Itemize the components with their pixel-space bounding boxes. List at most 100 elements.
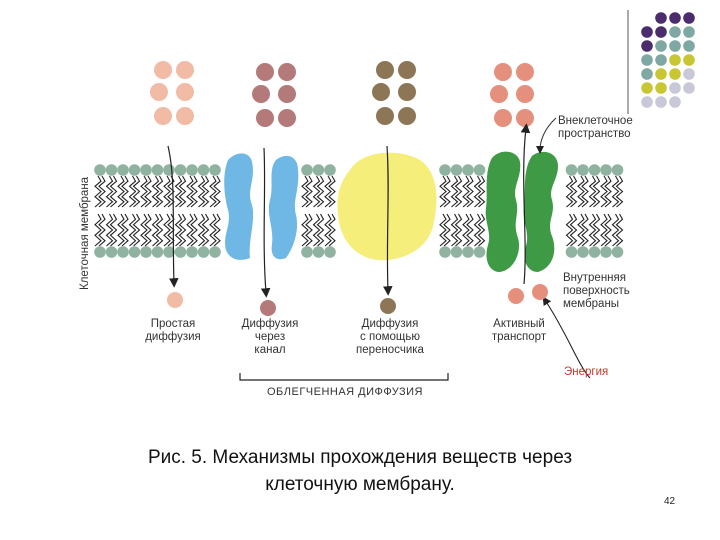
active-transport-particle: [516, 63, 534, 81]
lipid-tail: [312, 213, 321, 247]
decorative-dot: [669, 26, 681, 38]
decorative-dot: [641, 54, 653, 66]
simple-diffusion-particle: [150, 83, 168, 101]
lipid-head: [450, 246, 463, 258]
facilitated-diffusion-label: ОБЛЕГЧЕННАЯ ДИФФУЗИЯ: [266, 386, 423, 398]
lipid-head: [439, 164, 451, 176]
lipid-tail: [213, 175, 221, 208]
lipid-tail: [144, 213, 152, 247]
lipid-head: [600, 164, 612, 176]
lipid-tail: [190, 213, 198, 247]
active-transport-particle: [516, 109, 534, 127]
active-transport-line-2: транспорт: [491, 331, 547, 343]
carrier-particle: [398, 83, 416, 101]
decorative-dot: [683, 40, 695, 52]
lipid-head: [174, 164, 187, 176]
channel-diffusion-arrow: [260, 147, 271, 298]
lipid-tail: [588, 175, 597, 208]
extracellular-pointer: [536, 117, 557, 154]
lipid-head: [439, 246, 451, 258]
lipid-tail: [151, 175, 160, 208]
lipid-head: [312, 246, 325, 258]
lipid-tail: [328, 213, 336, 247]
lipid-tail: [132, 213, 141, 247]
lipid-head: [473, 164, 486, 176]
caption-line-2: клеточную мембрану.: [265, 474, 455, 495]
lipid-tail: [600, 175, 608, 208]
lipid-tail: [163, 175, 171, 208]
carrier-protein: [337, 152, 437, 261]
channel-particle: [278, 109, 296, 127]
decorative-dot: [641, 68, 653, 80]
lipid-head: [117, 246, 129, 258]
lipid-head: [462, 246, 474, 258]
lipid-tail: [105, 213, 114, 247]
decorative-dot: [669, 96, 681, 108]
channel-particle: [256, 109, 274, 127]
lipid-head: [301, 246, 313, 258]
lipid-tail: [201, 213, 210, 247]
lipid-tail: [167, 175, 175, 208]
extracellular-label: Внеклеточное пространство: [558, 115, 633, 141]
lipid-tail: [140, 175, 148, 208]
lipid-head: [209, 164, 221, 176]
carrier-diffusion-arrow: [383, 145, 393, 296]
lipid-tail: [443, 213, 451, 247]
active-transport-line-1: Активный: [493, 318, 545, 330]
lipid-tail: [312, 175, 321, 208]
active-particle-in: [532, 284, 548, 300]
lipid-tail: [197, 175, 206, 208]
decorative-dot: [669, 68, 681, 80]
lipid-tail: [592, 175, 601, 208]
lipid-bilayer: [94, 164, 624, 258]
decorative-dot: [669, 12, 681, 24]
lipid-tail: [577, 175, 585, 208]
lipid-head: [565, 164, 578, 176]
lipid-tail: [462, 175, 470, 208]
lipid-tail: [592, 213, 601, 247]
lipid-tail: [466, 213, 474, 247]
lipid-head: [94, 164, 106, 176]
caption-line-1: Рис. 5. Механизмы прохождения веществ че…: [147, 447, 573, 468]
lipid-tail: [301, 175, 309, 208]
lipid-tail: [94, 175, 102, 208]
lipid-tail: [450, 213, 459, 247]
lipid-tail: [604, 175, 612, 208]
lipid-tail: [324, 175, 332, 208]
carrier-diffusion-label: Диффузия с помощью переносчика: [340, 318, 440, 357]
lipid-tail: [98, 175, 106, 208]
lipid-tail: [569, 213, 578, 247]
lipid-tail: [581, 213, 589, 247]
lipid-head: [163, 164, 175, 176]
channel-particle: [278, 85, 296, 103]
inner-surface-label: Внутренняя поверхность мембраны: [563, 272, 630, 311]
extracellular-line-2: пространство: [558, 128, 631, 140]
inner-surface-line-3: мембраны: [563, 298, 620, 310]
simple-diffusion-particle: [154, 107, 172, 125]
active-transport-label: Активный транспорт: [474, 318, 564, 344]
lipid-tail: [443, 175, 451, 208]
lipid-tail: [604, 213, 612, 247]
decorative-dot: [641, 82, 653, 94]
lipid-head: [611, 246, 624, 258]
simple-diffusion-line-2: диффузия: [145, 331, 201, 343]
lipid-tail: [155, 213, 164, 247]
carrier-particle: [376, 107, 394, 125]
lipid-tail: [565, 213, 574, 247]
decorative-dot: [683, 12, 695, 24]
energy-label: Энергия: [564, 366, 609, 378]
lipid-tail: [581, 175, 589, 208]
lipid-head: [128, 164, 141, 176]
channel-particle: [256, 63, 274, 81]
lipid-tail: [477, 175, 486, 208]
lipid-head: [209, 246, 221, 258]
simple-diffusion-label: Простая диффузия: [128, 318, 218, 344]
channel-diffusion-line-2: через: [254, 331, 286, 343]
carrier-diffusion-line-3: переносчика: [356, 344, 424, 356]
lipid-head: [174, 246, 187, 258]
lipid-tail: [94, 213, 102, 247]
channel-particle-out: [260, 300, 276, 316]
lipid-tail: [328, 175, 336, 208]
lipid-head: [105, 246, 118, 258]
lipid-tail: [174, 213, 183, 247]
